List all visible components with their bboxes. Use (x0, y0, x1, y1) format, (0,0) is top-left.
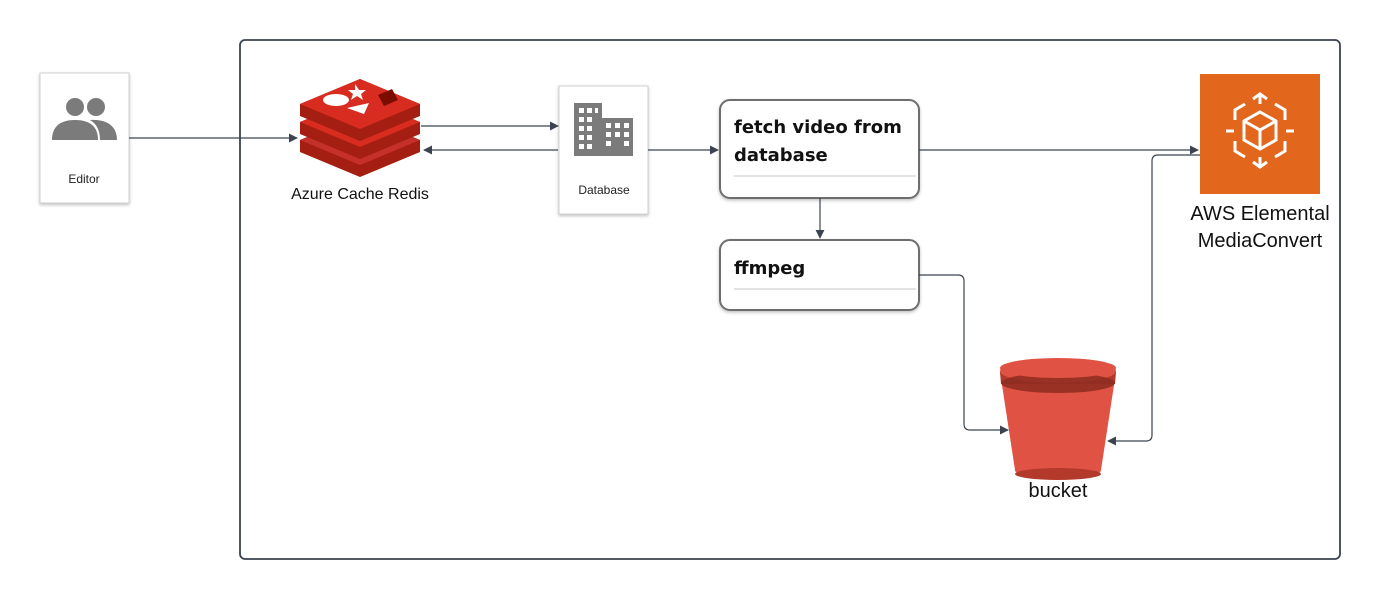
connector-mediaconvert-to-bucket (1107, 154, 1200, 446)
redis-logo-icon (300, 79, 420, 177)
mediaconvert-label-line1: AWS Elemental (1190, 203, 1329, 225)
redis-label: Azure Cache Redis (291, 186, 429, 203)
users-icon (52, 98, 117, 140)
bucket-node[interactable]: bucket (1000, 358, 1116, 502)
fetch-video-process[interactable]: fetch video from database (719, 99, 920, 199)
fetch-video-title-line1: fetch video from (734, 117, 902, 138)
mediaconvert-icon (1226, 92, 1294, 169)
system-boundary (239, 39, 1341, 560)
ffmpeg-process[interactable]: ffmpeg (719, 239, 920, 311)
editor-label: Editor (68, 172, 99, 186)
mediaconvert-label-line2: MediaConvert (1198, 230, 1323, 252)
bucket-label: bucket (1029, 480, 1088, 502)
ffmpeg-title: ffmpeg (734, 258, 805, 279)
building-icon (574, 103, 633, 156)
database-node[interactable]: Database (558, 85, 649, 215)
bucket-icon (1000, 358, 1116, 480)
redis-node[interactable]: Azure Cache Redis (291, 79, 429, 203)
editor-node[interactable]: Editor (39, 72, 130, 204)
database-label: Database (578, 183, 630, 197)
connector-ffmpeg-to-bucket (919, 274, 1009, 435)
fetch-video-title-line2: database (734, 145, 828, 166)
mediaconvert-node[interactable]: AWS Elemental MediaConvert (1190, 74, 1330, 252)
